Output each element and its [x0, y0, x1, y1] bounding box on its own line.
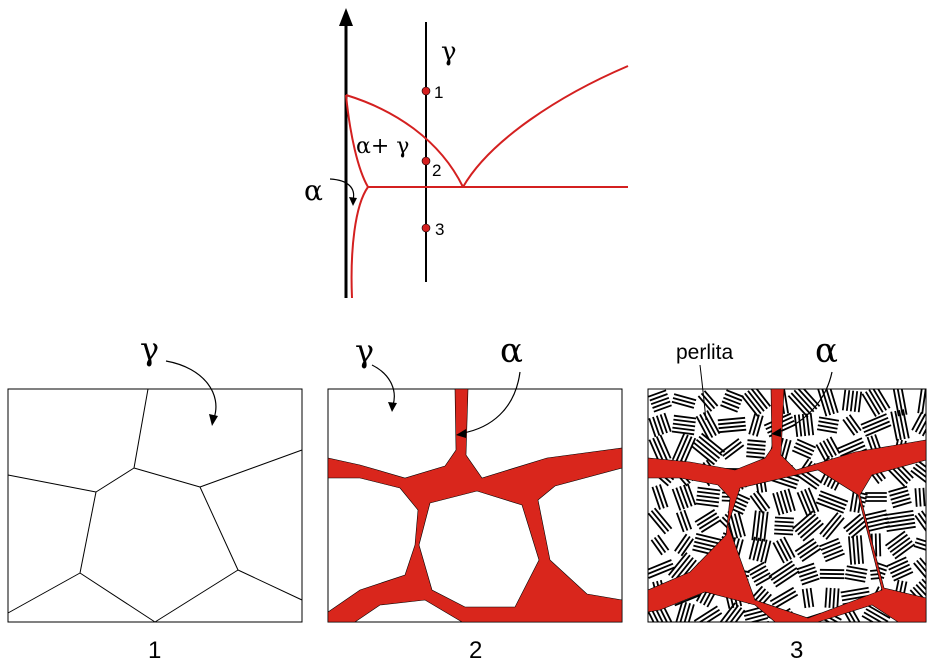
panel-1-gamma-label: γ — [140, 330, 159, 368]
pearlite-lamella — [775, 526, 794, 527]
panel-1-caption: 1 — [148, 637, 161, 663]
ferrite-free-gamma-grain — [419, 491, 539, 607]
pearlite-lamella — [774, 530, 793, 531]
phase-diagram: 1 2 3 γ α+ γ α — [304, 8, 628, 298]
point-1-marker — [422, 87, 430, 95]
arrow-up-icon — [339, 8, 353, 26]
pearlite-lamella — [867, 622, 893, 625]
region-alpha-label: α — [304, 174, 323, 207]
acm-boundary — [463, 66, 628, 187]
point-1-label: 1 — [434, 83, 443, 102]
panel-3-perlita-label: perlita — [676, 341, 734, 364]
panel-2-gamma-label: γ — [355, 332, 374, 370]
panel-3-caption: 3 — [790, 637, 803, 663]
pearlite-lamella — [795, 621, 824, 630]
curved-arrow-icon — [330, 179, 354, 200]
region-alpha-gamma-label: α+ γ — [356, 134, 409, 159]
pearlite-lamella — [775, 518, 794, 519]
pearlite-lamella — [876, 534, 877, 557]
point-2-marker — [422, 157, 430, 165]
pearlite-lamella — [824, 621, 845, 633]
panel-2-alpha-label: α — [500, 331, 523, 371]
pearlite-lamella — [775, 522, 794, 523]
pearlite-lamella — [926, 420, 933, 438]
point-3-marker — [422, 224, 430, 232]
panel-1: γ 1 — [8, 330, 302, 663]
pearlite-lamella — [880, 533, 881, 556]
panel-3-alpha-label: α — [815, 331, 838, 371]
curved-arrow-head — [349, 197, 357, 206]
panel-2-caption: 2 — [469, 637, 482, 663]
pearlite-lamella — [927, 604, 930, 629]
pearlite-lamella — [926, 389, 930, 414]
region-gamma-label: γ — [441, 37, 457, 67]
pearlite-lamella — [868, 626, 894, 630]
panel-1-frame — [8, 389, 302, 622]
point-2-label: 2 — [432, 161, 441, 180]
panel-3: perlita α 3 — [646, 331, 933, 663]
pearlite-lamella — [919, 488, 920, 506]
pearlite-lamella — [927, 488, 928, 506]
pearlite-lamella — [923, 488, 924, 506]
point-3-label: 3 — [435, 220, 444, 239]
pearlite-lamella — [774, 534, 793, 535]
pearlite-lamella — [778, 622, 799, 635]
pearlite-lamella — [931, 487, 932, 506]
panel-2: γ α 2 — [328, 331, 622, 663]
pearlite-lamella — [747, 622, 769, 628]
